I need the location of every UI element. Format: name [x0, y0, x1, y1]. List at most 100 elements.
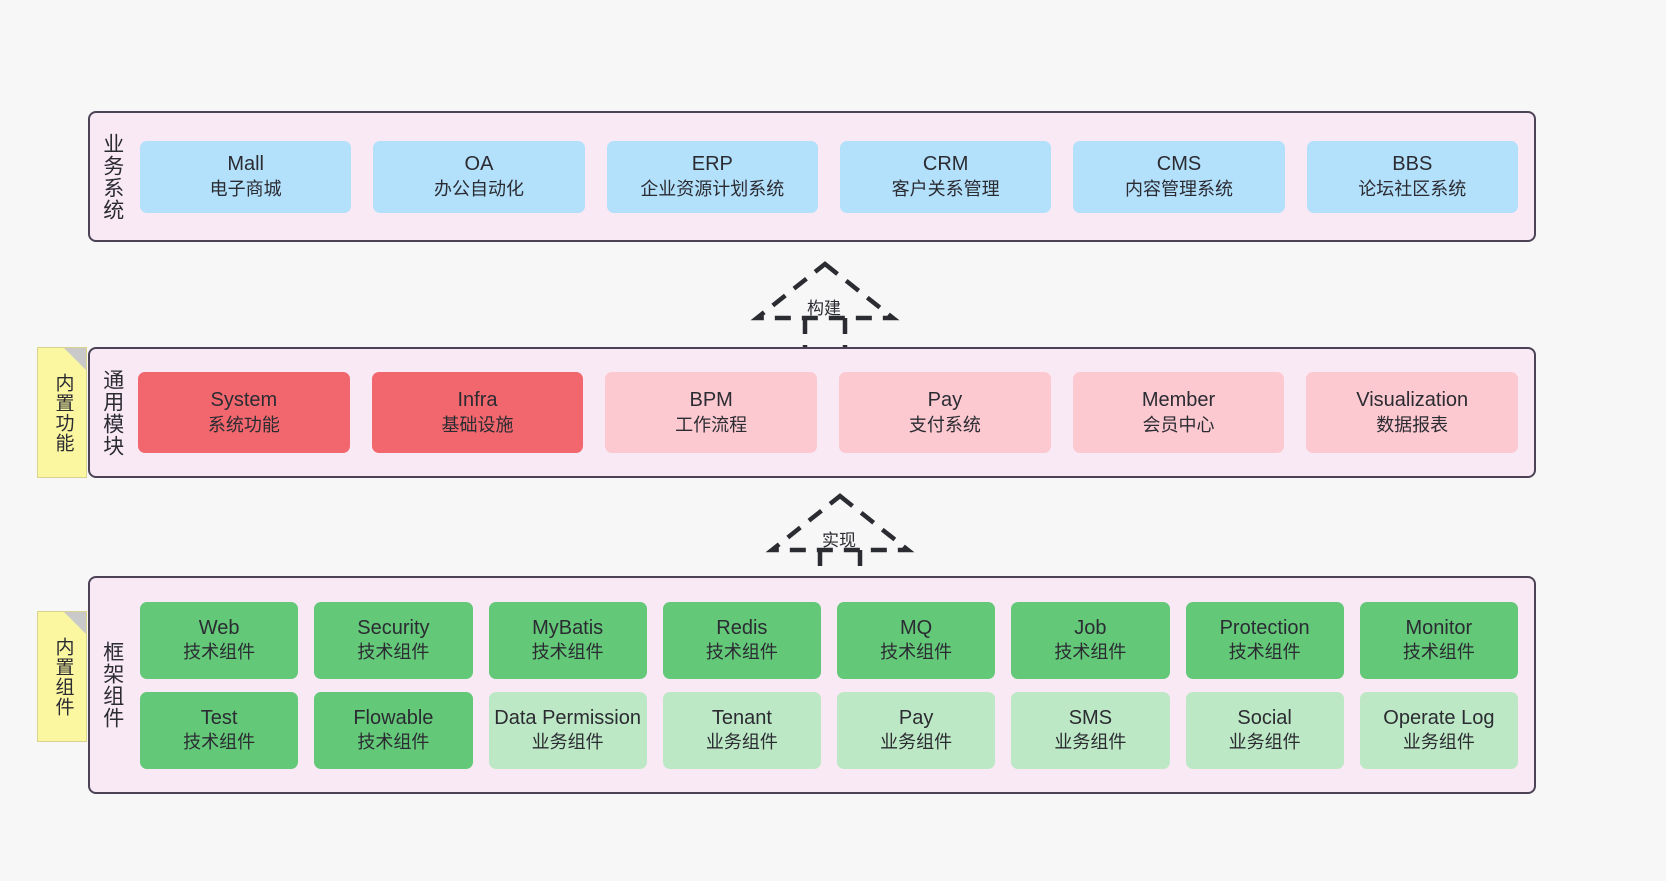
card-subtitle: 会员中心 [1142, 414, 1215, 435]
card-subtitle: 业务组件 [705, 732, 778, 753]
card-mq[interactable]: MQ 技术组件 [837, 601, 996, 679]
card-web[interactable]: Web 技术组件 [140, 601, 299, 679]
card-title: Visualization [1356, 389, 1469, 412]
card-subtitle: 技术组件 [1228, 642, 1301, 663]
card-title: CMS [1156, 153, 1202, 176]
card-title: Data Permission [494, 706, 641, 729]
card-title: Flowable [353, 706, 434, 729]
layer-body-framework: Web 技术组件 Security 技术组件 MyBatis 技术组件 Redi… [134, 578, 1534, 792]
card-title: System [210, 389, 278, 412]
card-subtitle: 业务组件 [531, 732, 604, 753]
card-subtitle: 技术组件 [531, 642, 604, 663]
card-title: Job [1074, 616, 1107, 639]
card-title: Redis [716, 616, 768, 639]
card-subtitle: 技术组件 [183, 642, 256, 663]
card-title: SMS [1068, 706, 1113, 729]
card-subtitle: 工作流程 [675, 414, 748, 435]
layer-title-framework: 框架组件 [100, 641, 124, 729]
connector-build: 构建 [745, 258, 905, 358]
card-title: Mall [227, 153, 264, 176]
card-subtitle: 技术组件 [357, 732, 430, 753]
card-subtitle: 技术组件 [1402, 642, 1475, 663]
card-subtitle: 电子商城 [209, 178, 282, 199]
card-subtitle: 内容管理系统 [1124, 178, 1233, 199]
card-test[interactable]: Test 技术组件 [140, 691, 299, 769]
card-redis[interactable]: Redis 技术组件 [662, 601, 821, 679]
card-title: Monitor [1405, 616, 1473, 639]
layer-business-system[interactable]: 业务系统 Mall 电子商城 OA 办公自动化 ERP 企业资源计划系统 CRM… [88, 111, 1536, 242]
card-data-permission[interactable]: Data Permission 业务组件 [488, 691, 647, 769]
layer-body-common: System 系统功能 Infra 基础设施 BPM 工作流程 Pay 支付系统… [134, 349, 1534, 476]
card-title: BPM [689, 389, 733, 412]
card-bbs[interactable]: BBS 论坛社区系统 [1306, 140, 1518, 213]
card-subtitle: 业务组件 [1228, 732, 1301, 753]
card-title: OA [464, 153, 494, 176]
card-title: CRM [922, 153, 969, 176]
card-title: Tenant [711, 706, 772, 729]
card-title: MQ [900, 616, 933, 639]
card-social[interactable]: Social 业务组件 [1185, 691, 1344, 769]
card-subtitle: 业务组件 [880, 732, 953, 753]
card-subtitle: 技术组件 [705, 642, 778, 663]
card-infra[interactable]: Infra 基础设施 [371, 372, 584, 453]
card-system[interactable]: System 系统功能 [138, 372, 350, 453]
card-title: Social [1237, 706, 1292, 729]
card-subtitle: 业务组件 [1054, 732, 1127, 753]
card-title: Security [357, 616, 430, 639]
card-security[interactable]: Security 技术组件 [314, 601, 473, 679]
connector-implement: 实现 [760, 490, 920, 590]
card-job[interactable]: Job 技术组件 [1011, 601, 1170, 679]
note-builtin-feature[interactable]: 内置功能 [37, 347, 87, 478]
card-bpm[interactable]: BPM 工作流程 [605, 372, 818, 453]
card-oa[interactable]: OA 办公自动化 [373, 140, 585, 213]
card-title: Pay [898, 706, 934, 729]
card-pay-business[interactable]: Pay 业务组件 [837, 691, 996, 769]
card-subtitle: 技术组件 [880, 642, 953, 663]
card-subtitle: 业务组件 [1402, 732, 1475, 753]
card-title: BBS [1392, 153, 1433, 176]
card-sms[interactable]: SMS 业务组件 [1011, 691, 1170, 769]
card-title: Protection [1219, 616, 1310, 639]
card-crm[interactable]: CRM 客户关系管理 [839, 140, 1052, 213]
card-erp[interactable]: ERP 企业资源计划系统 [606, 140, 818, 213]
card-subtitle: 客户关系管理 [891, 178, 1000, 199]
card-title: Web [198, 616, 240, 639]
card-protection[interactable]: Protection 技术组件 [1185, 601, 1344, 679]
card-visualization[interactable]: Visualization 数据报表 [1306, 372, 1519, 453]
card-title: MyBatis [532, 616, 604, 639]
card-member[interactable]: Member 会员中心 [1072, 372, 1285, 453]
card-flowable[interactable]: Flowable 技术组件 [314, 691, 473, 769]
card-operate-log[interactable]: Operate Log 业务组件 [1359, 691, 1518, 769]
layer-framework-component[interactable]: 框架组件 Web 技术组件 Security 技术组件 MyBatis 技术组件… [88, 576, 1536, 794]
card-pay[interactable]: Pay 支付系统 [839, 372, 1051, 453]
card-subtitle: 数据报表 [1376, 414, 1449, 435]
card-row: Mall 电子商城 OA 办公自动化 ERP 企业资源计划系统 CRM 客户关系… [140, 140, 1518, 213]
card-monitor[interactable]: Monitor 技术组件 [1359, 601, 1518, 679]
card-row: Web 技术组件 Security 技术组件 MyBatis 技术组件 Redi… [140, 601, 1518, 679]
card-subtitle: 基础设施 [441, 414, 514, 435]
card-subtitle: 论坛社区系统 [1358, 178, 1467, 199]
card-tenant[interactable]: Tenant 业务组件 [662, 691, 821, 769]
card-subtitle: 企业资源计划系统 [640, 178, 785, 199]
card-title: Pay [927, 389, 963, 412]
note-builtin-component[interactable]: 内置组件 [37, 611, 87, 742]
card-title: Operate Log [1383, 706, 1495, 729]
connector-label-implement: 实现 [822, 531, 856, 550]
layer-common-module[interactable]: 通用模块 System 系统功能 Infra 基础设施 BPM 工作流程 Pay… [88, 347, 1536, 478]
card-subtitle: 系统功能 [207, 414, 280, 435]
card-title: ERP [691, 153, 733, 176]
note-label: 内置组件 [52, 636, 74, 717]
card-cms[interactable]: CMS 内容管理系统 [1073, 140, 1285, 213]
card-title: Infra [457, 389, 498, 412]
card-mybatis[interactable]: MyBatis 技术组件 [488, 601, 647, 679]
card-subtitle: 技术组件 [357, 642, 430, 663]
card-subtitle: 技术组件 [183, 732, 256, 753]
card-mall[interactable]: Mall 电子商城 [140, 140, 352, 213]
layer-title-business: 业务系统 [100, 132, 124, 221]
card-subtitle: 技术组件 [1054, 642, 1127, 663]
card-row: Test 技术组件 Flowable 技术组件 Data Permission … [140, 691, 1518, 769]
card-row: System 系统功能 Infra 基础设施 BPM 工作流程 Pay 支付系统… [138, 372, 1519, 453]
card-title: Test [200, 706, 238, 729]
card-subtitle: 支付系统 [908, 414, 981, 435]
